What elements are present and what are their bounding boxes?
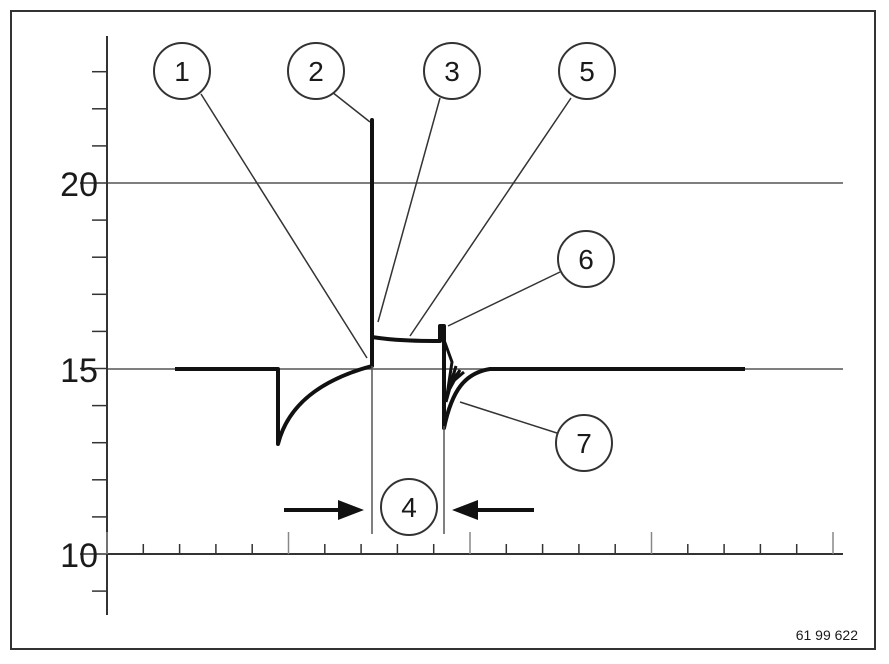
callout-7: 7 xyxy=(555,414,613,472)
oscillation-ringing xyxy=(442,339,465,403)
svg-text:1: 1 xyxy=(174,56,190,87)
callout-1: 1 xyxy=(153,42,211,100)
figure-frame xyxy=(10,10,876,650)
leader-line-2 xyxy=(331,91,371,123)
callout-2: 2 xyxy=(287,42,345,100)
y-tick-label-15: 15 xyxy=(60,352,98,390)
svg-text:3: 3 xyxy=(444,56,460,87)
svg-text:7: 7 xyxy=(576,428,592,459)
svg-text:2: 2 xyxy=(308,56,324,87)
leader-line-3 xyxy=(377,97,441,323)
y-axis-ticks xyxy=(80,70,107,592)
leader-line-1 xyxy=(200,93,368,359)
x-axis-ticks xyxy=(106,532,834,554)
interval-arrow-right xyxy=(452,500,534,520)
callout-5: 5 xyxy=(558,42,616,100)
y-tick-label-20: 20 xyxy=(60,166,98,204)
leader-line-6 xyxy=(447,271,561,327)
y-tick-label-10: 10 xyxy=(60,537,98,575)
callout-4: 4 xyxy=(380,478,438,536)
leader-line-5 xyxy=(409,97,572,337)
callout-3: 3 xyxy=(423,42,481,100)
interval-arrow-left xyxy=(284,500,364,520)
leader-line-7 xyxy=(459,401,561,435)
callout-6: 6 xyxy=(557,230,615,288)
svg-text:6: 6 xyxy=(578,244,594,275)
svg-text:4: 4 xyxy=(401,492,417,523)
figure-id: 61 99 622 xyxy=(796,627,858,643)
svg-text:5: 5 xyxy=(579,56,595,87)
waveform-trace xyxy=(175,118,745,446)
